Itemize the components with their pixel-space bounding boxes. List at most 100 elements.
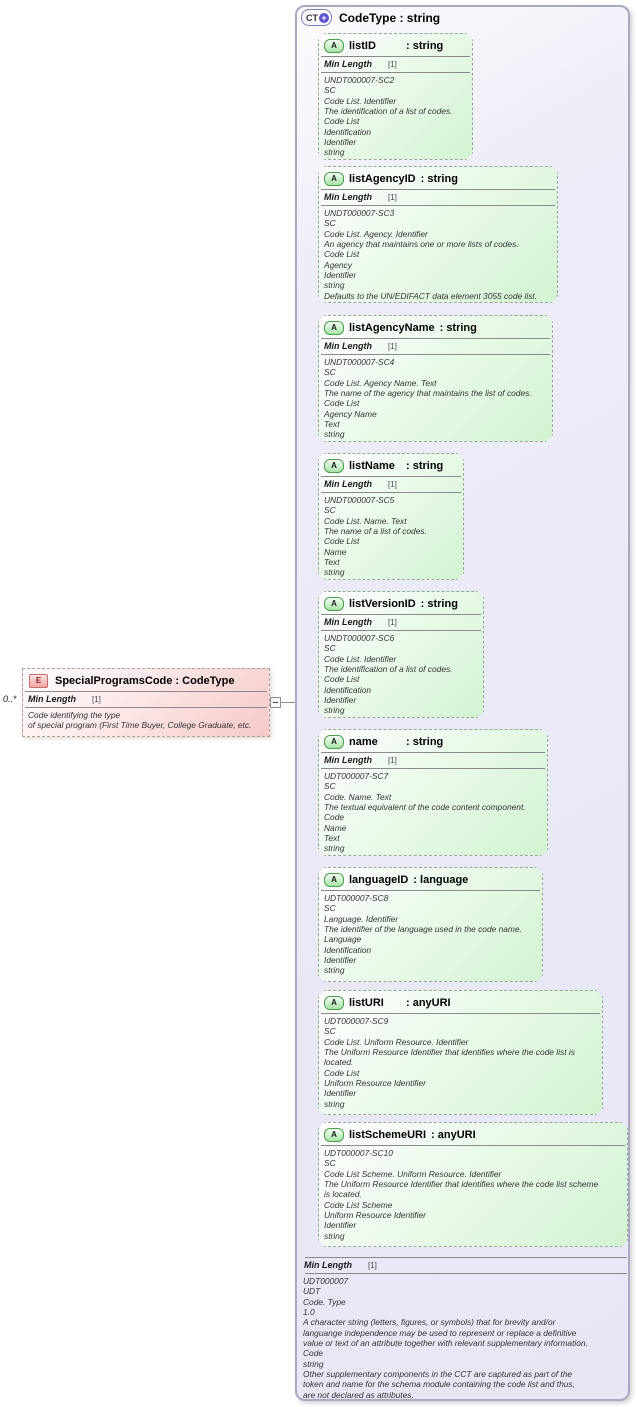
facet-value: [1] [388,60,397,69]
divider [25,707,267,708]
attribute-box-listSchemeURI[interactable]: A listSchemeURI : anyURI UDT000007-SC10 … [318,1122,628,1247]
attribute-box-name[interactable]: A name : string Min Length [1] UDT000007… [318,729,548,856]
attribute-header: A languageID : language [319,868,542,889]
facet-value: [1] [92,695,101,704]
element-box-SpecialProgramsCode[interactable]: E SpecialProgramsCode : CodeType Min Len… [22,668,270,737]
facet-label: Min Length [324,59,372,69]
divider [321,205,555,206]
attribute-type: : anyURI [406,996,451,1009]
facet-row: Min Length [1] [23,692,269,706]
attribute-type: : language [413,873,469,886]
divider [321,752,545,753]
divider [321,1013,600,1014]
attribute-box-languageID[interactable]: A languageID : language UDT000007-SC8 SC… [318,867,543,982]
attribute-header: A listVersionID : string [319,592,483,613]
attribute-box-listAgencyName[interactable]: A listAgencyName : string Min Length [1]… [318,315,553,442]
attribute-icon: A [324,39,344,53]
attribute-annotation: UDT000007-SC9 SC Code List. Uniform Reso… [324,1016,575,1109]
collapse-toggle-icon[interactable] [270,697,281,708]
attribute-icon: A [324,996,344,1010]
element-icon: E [29,673,48,688]
facet-row: Min Length [1] [319,190,557,204]
element-header: E SpecialProgramsCode : CodeType [23,669,269,690]
facet-value: [1] [388,193,397,202]
attribute-name: listURI [349,996,384,1009]
facet-value: [1] [388,756,397,765]
attribute-header: A listSchemeURI : anyURI [319,1123,627,1144]
attribute-name: name [349,735,378,748]
attribute-name: listID [349,39,376,52]
attribute-annotation: UNDT000007-SC4 SC Code List. Agency Name… [324,357,532,440]
ct-icon-text: CT [306,12,318,23]
attribute-annotation: UNDT000007-SC5 SC Code List. Name. Text … [324,495,427,578]
facet-label: Min Length [324,755,372,765]
facet-row: Min Length [1] [319,57,472,71]
facet-row: Min Length [1] [319,615,483,629]
attribute-type: : string [406,459,444,472]
attribute-annotation: UDT000007-SC10 SC Code List Scheme. Unif… [324,1148,599,1241]
attribute-box-listVersionID[interactable]: A listVersionID : string Min Length [1] … [318,591,484,718]
attribute-icon: A [324,735,344,749]
attribute-annotation: UDT000007-SC7 SC Code. Name. Text The te… [324,771,526,854]
attribute-type: : string [406,39,444,52]
facet-label: Min Length [324,617,372,627]
divider [321,614,481,615]
attribute-annotation: UNDT000007-SC3 SC Code List. Agency. Ide… [324,208,538,301]
divider [321,56,470,57]
attribute-icon: A [324,172,344,186]
divider [321,72,470,73]
attribute-icon: A [324,321,344,335]
attribute-name: listAgencyName [349,321,435,334]
complextype-icon: CT + [301,9,332,26]
facet-label: Min Length [324,479,372,489]
facet-label: Min Length [324,341,372,351]
divider [321,768,545,769]
attribute-icon: A [324,459,344,473]
complextype-title: CodeType : string [339,10,441,25]
attribute-name: listName [349,459,395,472]
cardinality-label: 0..* [3,694,17,704]
attribute-icon: A [324,597,344,611]
attribute-annotation: UNDT000007-SC6 SC Code List. Identifier … [324,633,453,716]
facet-value: [1] [368,1261,377,1270]
attribute-header: A listAgencyID : string [319,167,557,188]
attribute-box-listAgencyID[interactable]: A listAgencyID : string Min Length [1] U… [318,166,558,303]
attribute-header: A listName : string [319,454,463,475]
divider [321,189,555,190]
facet-label: Min Length [324,192,372,202]
facet-value: [1] [388,618,397,627]
facet-row: Min Length [1] [319,477,463,491]
attribute-type: : string [420,597,458,610]
attribute-annotation: UNDT000007-SC2 SC Code List. Identifier … [324,75,453,158]
attribute-box-listURI[interactable]: A listURI : anyURI UDT000007-SC9 SC Code… [318,990,603,1115]
attribute-type: : string [406,735,444,748]
element-title: SpecialProgramsCode : CodeType [55,674,235,687]
attribute-name: languageID [349,873,409,886]
attribute-icon: A [324,873,344,887]
attribute-name: listSchemeURI [349,1128,427,1141]
divider [321,354,550,355]
attribute-header: A listURI : anyURI [319,991,602,1012]
attribute-type: : string [420,172,458,185]
attribute-type: : string [439,321,477,334]
attribute-box-listID[interactable]: A listID : string Min Length [1] UNDT000… [318,33,473,160]
divider [305,1273,627,1274]
attribute-header: A listAgencyName : string [319,316,552,337]
facet-row: Min Length [1] [319,753,547,767]
facet-label: Min Length [28,694,76,704]
divider [25,691,267,692]
facet-value: [1] [388,480,397,489]
facet-row: Min Length [1] [303,1258,629,1272]
attribute-header: A listID : string [319,34,472,55]
connector-line [281,702,308,703]
attribute-annotation: UDT000007-SC8 SC Language. Identifier Th… [324,893,522,976]
divider [321,630,481,631]
complextype-annotation: UDT000007 UDT Code. Type 1.0 A character… [303,1276,588,1400]
divider [321,1145,625,1146]
attribute-header: A name : string [319,730,547,751]
attribute-box-listName[interactable]: A listName : string Min Length [1] UNDT0… [318,453,464,580]
complextype-header: CT + CodeType : string [301,9,440,26]
attribute-type: : anyURI [431,1128,476,1141]
divider [321,476,461,477]
